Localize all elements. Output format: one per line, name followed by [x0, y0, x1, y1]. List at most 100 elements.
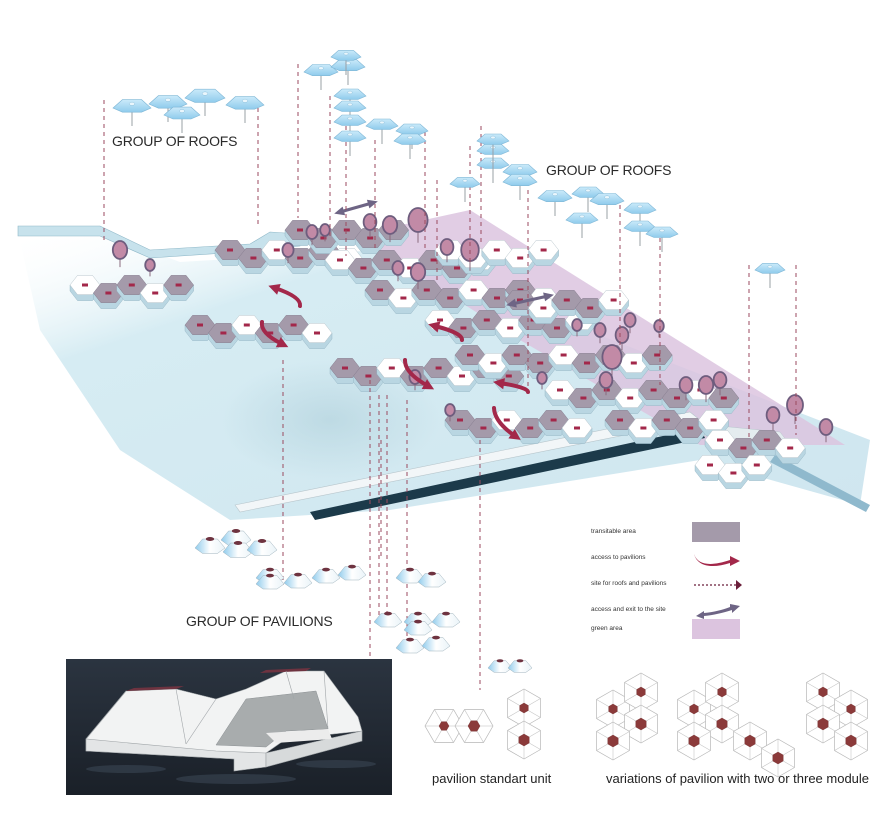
hex-marker	[457, 418, 463, 422]
hex-marker	[470, 288, 477, 292]
dotted-arrow-icon	[694, 580, 742, 590]
hex-marker	[513, 353, 520, 357]
tree-icon	[678, 376, 694, 394]
hex-marker	[250, 256, 257, 260]
hex-marker	[367, 236, 374, 240]
hex-marker	[753, 463, 760, 467]
hex-marker	[650, 388, 657, 392]
hex-marker	[517, 256, 524, 260]
pavilion-roof-top	[205, 537, 215, 541]
floating-roofs	[112, 50, 786, 288]
hex-marker	[493, 248, 500, 252]
hex-marker	[687, 426, 694, 430]
access-arrowhead	[421, 379, 435, 390]
module-hex-rib	[618, 743, 630, 751]
roof-icon	[537, 190, 573, 202]
tree-icon	[623, 312, 637, 328]
module-hex-rib	[596, 699, 609, 707]
tree-icon	[381, 215, 399, 235]
hex-marker	[540, 306, 547, 310]
pavilion-roof-top	[348, 564, 356, 569]
roof-oculus	[379, 120, 385, 125]
entry-exit-arrowhead	[366, 199, 378, 209]
module-hex-core	[438, 721, 450, 731]
roof-oculus	[579, 214, 585, 219]
roof-oculus	[347, 102, 353, 107]
module-hex-rib	[476, 731, 484, 743]
roof-oculus	[347, 90, 353, 95]
roof-oculus	[517, 176, 523, 180]
pavilion-roof-top	[233, 541, 243, 545]
pavilion-icon	[246, 540, 278, 556]
legend-item-site-for-roofs: site for roofs and pavilions	[585, 574, 765, 596]
module-hex-rib	[529, 742, 541, 750]
pavilion-groups	[194, 529, 533, 673]
hex-marker	[787, 446, 794, 450]
module-hex-rib	[645, 682, 658, 690]
roof-oculus	[585, 188, 591, 193]
module-hex-rib	[733, 743, 745, 751]
tree-icon	[653, 319, 665, 333]
tree-icon	[614, 326, 630, 344]
module-hex-rib	[677, 743, 689, 751]
hex-marker	[663, 418, 670, 422]
module-hex-rib	[806, 714, 818, 722]
hex-marker	[435, 366, 442, 370]
entry-exit-arrowhead	[543, 292, 554, 302]
hex-marker	[360, 266, 367, 270]
tree-icon	[818, 418, 834, 436]
tree-icon	[305, 224, 319, 240]
pavilion-roof-top	[406, 637, 414, 642]
hex-marker	[627, 396, 634, 400]
module-hex-rib	[464, 731, 472, 743]
hex-marker	[730, 471, 737, 475]
module-hex-core	[689, 703, 699, 715]
legend-label: green area	[591, 625, 623, 632]
tree-icon	[362, 213, 378, 231]
roof-icon	[565, 212, 599, 224]
module-hex-rib	[726, 682, 739, 690]
double-arrow-icon	[696, 604, 740, 619]
module-hex-rib	[528, 698, 541, 706]
hex-marker	[584, 361, 590, 365]
roof-icon	[112, 99, 152, 113]
trees	[111, 207, 834, 443]
hex-marker	[459, 374, 465, 378]
access-arrowhead	[428, 321, 441, 333]
roof-oculus	[604, 195, 610, 199]
module-hex-rib	[677, 731, 689, 739]
hex-marker	[407, 266, 414, 270]
hex-marker	[297, 228, 303, 232]
roof-icon	[754, 263, 786, 274]
module-hex-rib	[624, 714, 636, 722]
roof-icon	[333, 114, 367, 126]
pavilion-icon	[417, 573, 447, 588]
module-hex-rib	[699, 743, 711, 751]
pavilion-roof-top	[442, 611, 450, 616]
pavilion-roof-top	[414, 611, 422, 616]
hex-marker	[503, 418, 510, 422]
hex-marker	[467, 353, 473, 357]
module-hex-core	[744, 734, 756, 748]
hex-marker	[707, 463, 713, 467]
roof-icon	[303, 64, 339, 76]
module-hex-core	[607, 734, 619, 748]
module-hex-rib	[834, 699, 847, 707]
hex-marker	[563, 298, 570, 302]
tree-icon	[593, 322, 607, 338]
pavilion-roof-top	[322, 567, 330, 572]
access-arrows	[259, 199, 554, 440]
pavilion-icon	[311, 569, 341, 584]
hex-marker	[337, 258, 343, 262]
hex-marker	[447, 296, 454, 300]
roof-oculus	[637, 204, 643, 209]
hex-marker	[540, 248, 547, 252]
roof-oculus	[637, 222, 643, 227]
tree-icon	[319, 223, 331, 237]
label-group-of-roofs-left: GROUP OF ROOFS	[112, 133, 238, 149]
hex-marker	[227, 248, 233, 252]
hex-marker	[342, 366, 348, 370]
tree-icon	[391, 260, 405, 276]
module-hex-rib	[507, 710, 520, 718]
